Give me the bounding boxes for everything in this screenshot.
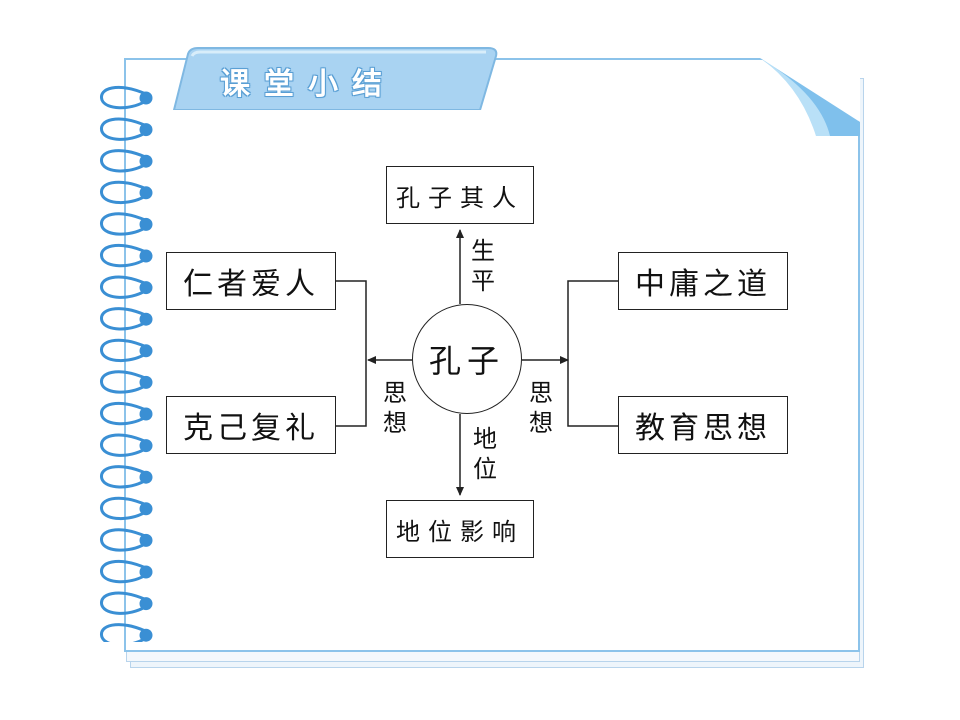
edge-label-bottom-char-2: 位 — [473, 455, 497, 483]
node-bottom: 地位影响 — [386, 500, 534, 558]
left-bracket — [335, 280, 367, 427]
edge-label-left-char-2: 想 — [383, 409, 407, 437]
spiral-ring — [100, 275, 153, 299]
spiral-ring — [100, 149, 153, 173]
right-bracket — [567, 280, 619, 427]
spiral-ring — [100, 180, 153, 205]
title-tab — [172, 47, 498, 110]
edge-label-top-char-1: 生 — [471, 237, 495, 265]
spiral-ring-icon — [100, 85, 153, 642]
edge-label-bottom: 地 位 — [470, 424, 500, 484]
edge-label-right: 思 想 — [526, 378, 556, 438]
node-right-top: 中庸之道 — [618, 252, 788, 310]
edge-label-bottom-char-1: 地 — [473, 425, 497, 453]
page-curl-icon — [760, 58, 860, 136]
spiral-ring — [100, 401, 153, 426]
spiral-ring — [100, 528, 153, 552]
spiral-ring — [100, 307, 153, 331]
spiral-ring — [100, 117, 153, 141]
node-left-bottom: 克己复礼 — [166, 396, 336, 454]
edge-label-left: 思 想 — [380, 378, 410, 438]
spiral-ring — [100, 212, 153, 236]
spiral-ring — [100, 338, 153, 363]
spiral-ring — [100, 85, 153, 110]
node-left-top: 仁者爱人 — [166, 252, 336, 310]
spiral-ring — [100, 370, 153, 394]
edge-label-right-char-1: 思 — [529, 379, 553, 407]
spiral-ring — [100, 243, 153, 268]
node-right-bottom: 教育思想 — [618, 396, 788, 454]
edge-label-right-char-2: 想 — [529, 409, 553, 437]
center-node: 孔子 — [412, 304, 522, 414]
section-title: 课堂小结 — [220, 67, 396, 102]
spiral-ring — [100, 559, 153, 584]
edge-label-top: 生 平 — [468, 236, 498, 296]
spiral-ring — [100, 591, 153, 615]
spiral-ring — [100, 623, 153, 642]
spiral-ring — [100, 433, 153, 457]
edge-label-left-char-1: 思 — [383, 379, 407, 407]
spiral-ring — [100, 465, 153, 489]
spiral-ring — [100, 496, 153, 521]
edge-label-top-char-2: 平 — [471, 267, 495, 295]
node-top: 孔子其人 — [386, 166, 534, 224]
